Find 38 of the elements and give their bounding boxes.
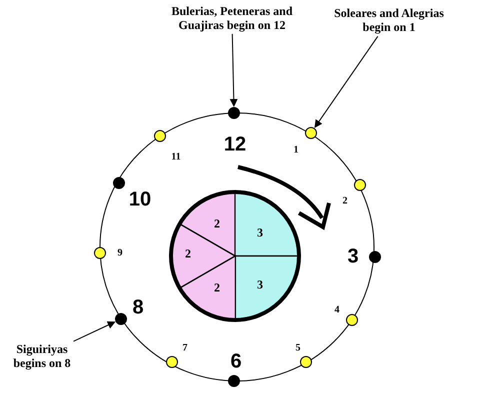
beat-dot — [346, 314, 358, 326]
beat-number: 11 — [171, 152, 181, 162]
beat-count: 2 — [185, 246, 191, 262]
beat-dot — [166, 356, 178, 368]
beat-dot — [94, 247, 106, 259]
beat-number: 6 — [230, 350, 242, 374]
callout-text: Bulerias, Peteneras and Guajiras begin on 12 — [168, 4, 296, 32]
callout-text: Soleares and Alegrias begin on 1 — [328, 6, 450, 34]
beat-number: 1 — [294, 144, 298, 156]
beat-number: 7 — [182, 342, 188, 354]
pie-slice — [235, 192, 299, 256]
beat-count: 3 — [257, 226, 263, 240]
beat-count: 2 — [214, 280, 220, 296]
callout-text: Siguiriyas begins on 8 — [2, 342, 82, 370]
beat-dot — [228, 107, 240, 119]
beat-count: 3 — [257, 278, 263, 292]
beat-number: 8 — [132, 296, 144, 320]
beat-dot — [228, 375, 240, 387]
beat-dot — [113, 177, 125, 189]
beat-dot — [300, 356, 312, 368]
beat-dot — [115, 313, 127, 325]
beat-number: 10 — [128, 188, 152, 212]
beat-dot — [369, 251, 381, 263]
leader-arrow — [230, 33, 238, 107]
leader-arrow — [73, 321, 116, 342]
leader-arrow — [314, 36, 378, 128]
pie-slice — [235, 256, 299, 320]
beat-number: 12 — [224, 134, 246, 156]
beat-number: 3 — [347, 246, 359, 268]
pie-slice — [180, 256, 235, 320]
beat-number: 4 — [334, 304, 340, 316]
beat-dot — [305, 127, 317, 139]
beat-number: 9 — [118, 248, 122, 258]
beat-number: 5 — [296, 342, 300, 354]
beat-dot — [154, 130, 166, 142]
beat-number: 2 — [342, 196, 348, 206]
beat-dot — [354, 179, 366, 191]
beat-count: 2 — [214, 216, 220, 232]
